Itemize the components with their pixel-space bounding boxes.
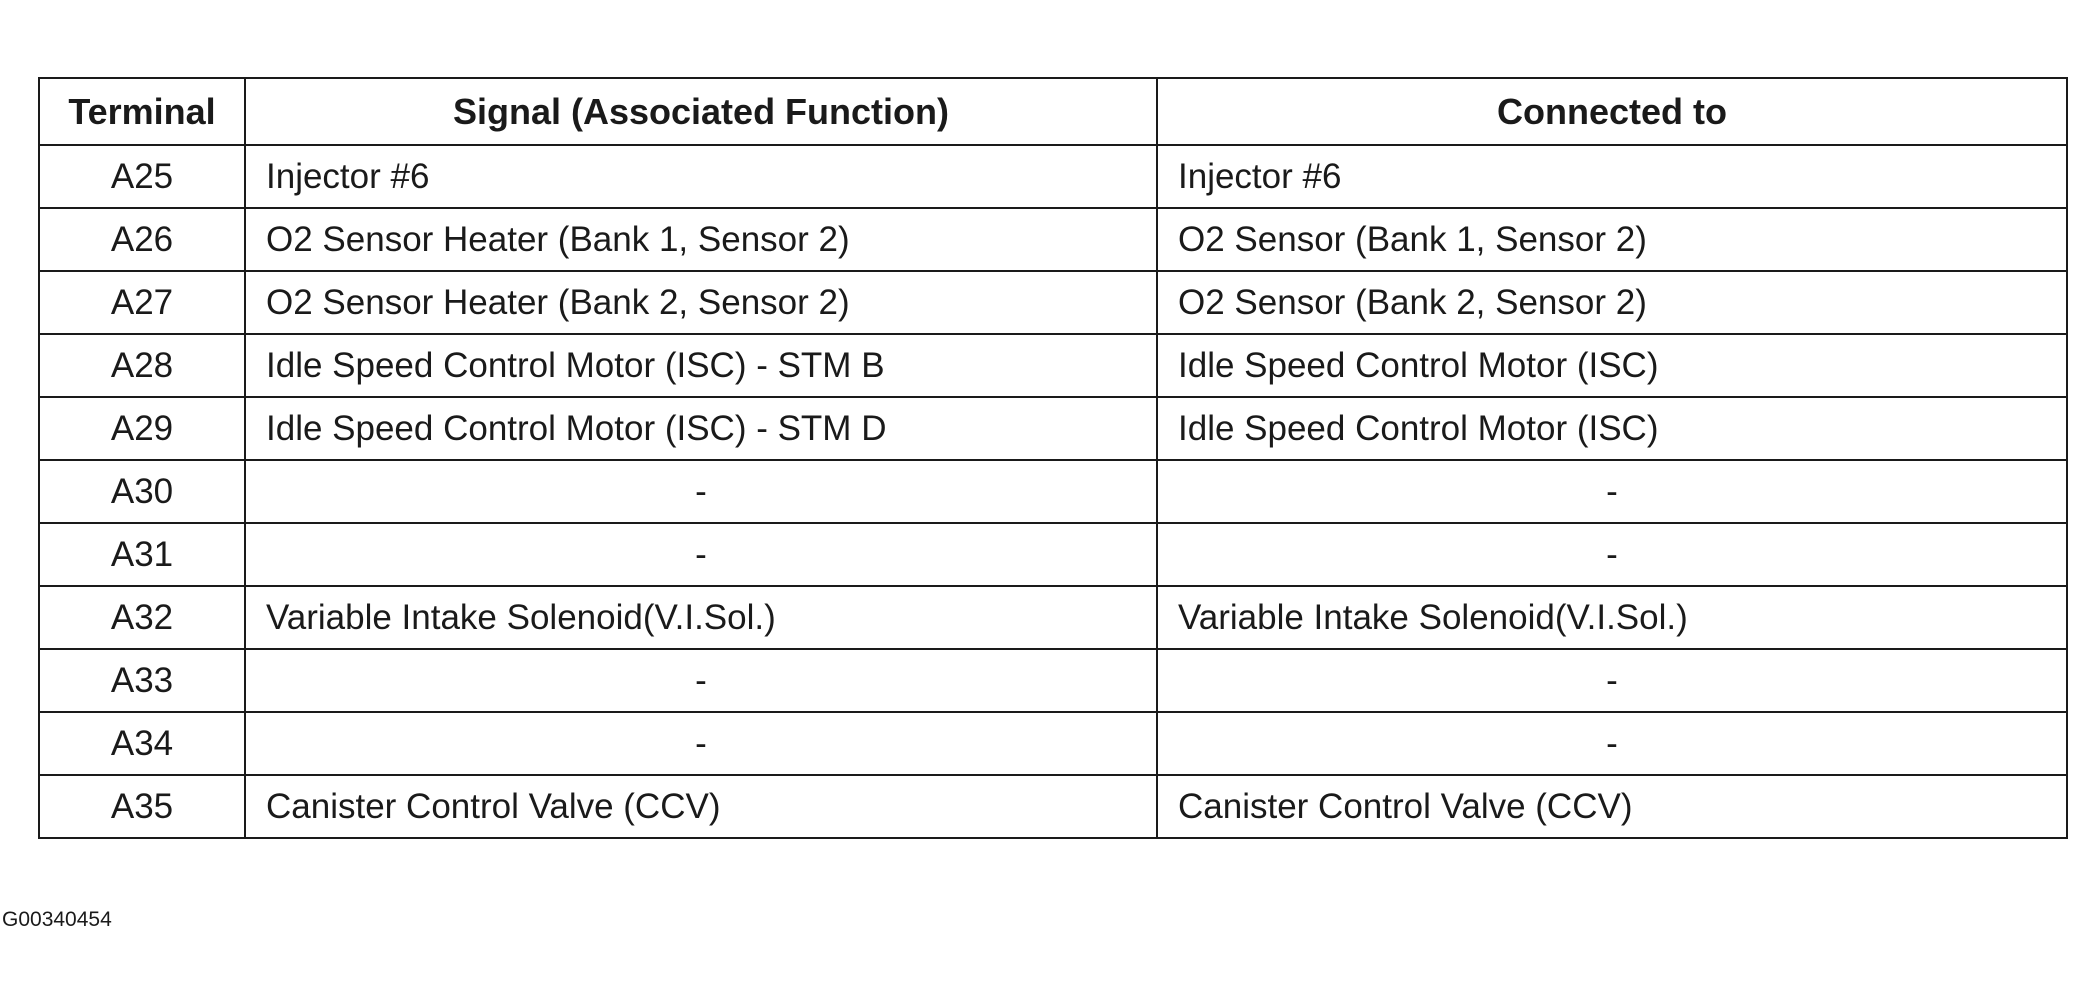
signal-cell: O2 Sensor Heater (Bank 1, Sensor 2) [244, 207, 1158, 272]
connected-cell: - [1156, 459, 2068, 524]
table-row: A26 O2 Sensor Heater (Bank 1, Sensor 2) … [38, 207, 2068, 272]
table-row: A31 - - [38, 522, 2068, 587]
table-row: A30 - - [38, 459, 2068, 524]
signal-cell: - [244, 711, 1158, 776]
terminal-cell: A33 [38, 648, 246, 713]
terminal-cell: A25 [38, 144, 246, 209]
header-terminal: Terminal [38, 77, 246, 146]
signal-cell: Injector #6 [244, 144, 1158, 209]
connected-cell: - [1156, 522, 2068, 587]
connected-cell: - [1156, 648, 2068, 713]
terminal-cell: A29 [38, 396, 246, 461]
terminal-cell: A34 [38, 711, 246, 776]
terminal-cell: A27 [38, 270, 246, 335]
connected-cell: - [1156, 711, 2068, 776]
signal-cell: Idle Speed Control Motor (ISC) - STM B [244, 333, 1158, 398]
connected-cell: Injector #6 [1156, 144, 2068, 209]
connected-cell: Canister Control Valve (CCV) [1156, 774, 2068, 839]
table-row: A32 Variable Intake Solenoid(V.I.Sol.) V… [38, 585, 2068, 650]
table-row: A35 Canister Control Valve (CCV) Caniste… [38, 774, 2068, 839]
terminal-cell: A31 [38, 522, 246, 587]
table-row: A28 Idle Speed Control Motor (ISC) - STM… [38, 333, 2068, 398]
table-row: A34 - - [38, 711, 2068, 776]
table-body: A25 Injector #6 Injector #6 A26 O2 Senso… [38, 144, 2068, 839]
signal-cell: Variable Intake Solenoid(V.I.Sol.) [244, 585, 1158, 650]
table-row: A25 Injector #6 Injector #6 [38, 144, 2068, 209]
table-row: A33 - - [38, 648, 2068, 713]
terminal-cell: A30 [38, 459, 246, 524]
signal-cell: - [244, 648, 1158, 713]
signal-cell: - [244, 459, 1158, 524]
header-row: Terminal Signal (Associated Function) Co… [38, 77, 2068, 146]
connected-cell: Variable Intake Solenoid(V.I.Sol.) [1156, 585, 2068, 650]
figure-id: G00340454 [2, 908, 112, 931]
connected-cell: Idle Speed Control Motor (ISC) [1156, 333, 2068, 398]
header-signal: Signal (Associated Function) [244, 77, 1158, 146]
signal-cell: Idle Speed Control Motor (ISC) - STM D [244, 396, 1158, 461]
terminal-cell: A35 [38, 774, 246, 839]
connected-cell: Idle Speed Control Motor (ISC) [1156, 396, 2068, 461]
terminal-table: Terminal Signal (Associated Function) Co… [38, 77, 2068, 839]
terminal-cell: A26 [38, 207, 246, 272]
signal-cell: O2 Sensor Heater (Bank 2, Sensor 2) [244, 270, 1158, 335]
terminal-cell: A28 [38, 333, 246, 398]
header-connected: Connected to [1156, 77, 2068, 146]
signal-cell: - [244, 522, 1158, 587]
terminal-cell: A32 [38, 585, 246, 650]
connected-cell: O2 Sensor (Bank 1, Sensor 2) [1156, 207, 2068, 272]
signal-cell: Canister Control Valve (CCV) [244, 774, 1158, 839]
table-row: A27 O2 Sensor Heater (Bank 2, Sensor 2) … [38, 270, 2068, 335]
table-header: Terminal Signal (Associated Function) Co… [38, 77, 2068, 146]
connected-cell: O2 Sensor (Bank 2, Sensor 2) [1156, 270, 2068, 335]
table-row: A29 Idle Speed Control Motor (ISC) - STM… [38, 396, 2068, 461]
